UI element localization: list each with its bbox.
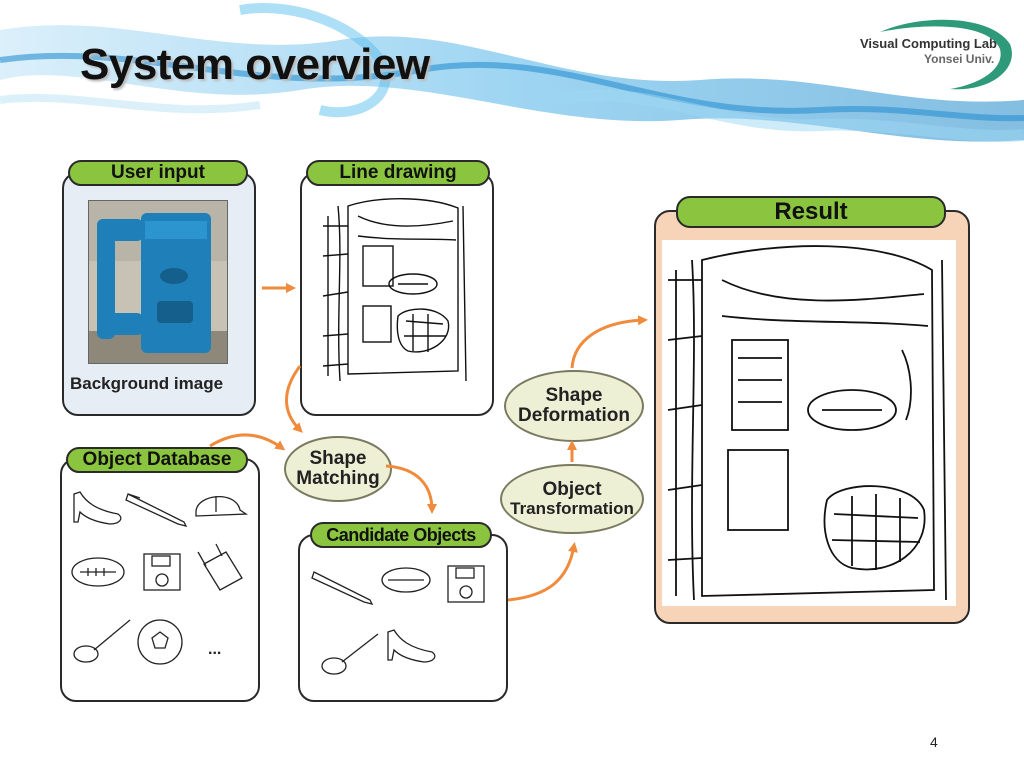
shape-matching-node: Shape Matching	[284, 436, 392, 502]
result-line-drawing	[662, 240, 956, 606]
lab-logo: Visual Computing Lab Yonsei Univ.	[860, 14, 1020, 94]
candidate-objects-label: Candidate Objects	[310, 522, 492, 548]
knife-icon	[311, 571, 374, 605]
soccer-ball-icon	[137, 619, 183, 665]
background-image-caption: Background image	[70, 374, 224, 393]
floppy-disk-icon	[143, 553, 181, 591]
database-more-ellipsis: ...	[208, 641, 221, 658]
knife-icon	[125, 493, 188, 527]
object-transformation-node: Object Transformation	[500, 464, 644, 534]
shape-matching-line1: Shape	[309, 448, 367, 470]
arrow-database-to-matching	[209, 433, 286, 451]
cap-icon	[195, 496, 249, 517]
shape-matching-line2: Matching	[296, 468, 380, 489]
user-input-label: User input	[68, 160, 248, 186]
page-title: System overview	[80, 40, 430, 89]
shoe-icon	[387, 629, 436, 663]
football-icon	[71, 557, 125, 587]
arrow-matching-to-candidates	[385, 464, 437, 514]
arrow-deformation-to-result	[570, 315, 648, 369]
logo-line1: Visual Computing Lab	[860, 36, 997, 51]
background-image-photo	[88, 200, 228, 364]
arrow-candidates-to-transformation	[507, 542, 578, 602]
object-transformation-line2: Transformation	[510, 499, 634, 519]
shoe-icon	[73, 491, 122, 525]
line-drawing-image	[318, 196, 474, 386]
shape-deformation-line1: Shape	[545, 385, 603, 407]
object-database-sketches: ...	[71, 491, 249, 665]
object-transformation-line1: Object	[542, 479, 602, 501]
shape-deformation-line2: Deformation	[518, 405, 630, 426]
spoon-icon	[73, 619, 131, 663]
shape-deformation-node: Shape Deformation	[504, 370, 644, 442]
binder-clip-icon	[197, 543, 243, 591]
spoon-icon	[321, 633, 379, 675]
page-number: 4	[930, 734, 938, 750]
arrow-line-drawing-to-matching	[285, 365, 303, 433]
candidate-objects-sketches	[311, 565, 485, 675]
line-drawing-label: Line drawing	[306, 160, 490, 186]
banner-swirl	[0, 3, 1024, 142]
object-database-label: Object Database	[66, 447, 248, 473]
football-icon	[381, 567, 431, 593]
logo-line2: Yonsei Univ.	[924, 52, 995, 66]
result-label: Result	[676, 196, 946, 228]
floppy-disk-icon	[447, 565, 485, 603]
